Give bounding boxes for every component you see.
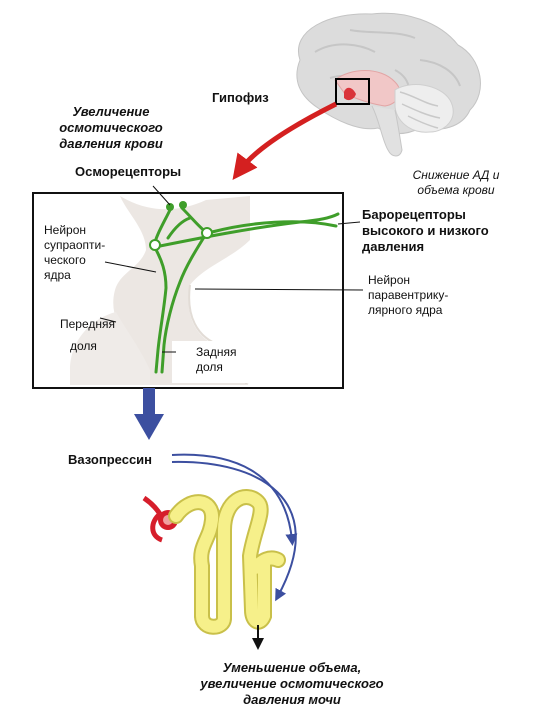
decrease-bp-label: Снижение АД и объема крови: [412, 168, 500, 197]
baroreceptors-label: Барорецепторы высокого и низкого давлени…: [362, 207, 489, 254]
brain-illustration: [296, 12, 481, 157]
increase-osmotic-label: Увеличение осмотического давления крови: [59, 104, 163, 151]
osmoreceptor-cells: [149, 201, 213, 251]
pointer-lines: [99, 185, 364, 353]
posterior-lobe-label: Задняя доля: [196, 345, 237, 374]
pituitary-tissue: [70, 196, 262, 385]
pituitary-highlight-box: [335, 78, 370, 105]
anterior-lobe-label: Передняя доля: [60, 317, 116, 353]
red-arrow: [232, 101, 338, 180]
pituitary-label: Гипофиз: [212, 90, 269, 105]
vasopressin-label: Вазопрессин: [68, 452, 153, 467]
blue-arrow-lower: [171, 460, 297, 602]
paraventricular-neuron-label: Нейрон паравентрику- лярного ядра: [368, 273, 449, 317]
blue-down-arrow: [134, 388, 164, 440]
supraoptic-neuron-label: Нейрон супраопти- ческого ядра: [44, 223, 106, 282]
result-label: Уменьшение объема, увеличение осмотическ…: [200, 660, 384, 707]
nephron: [142, 489, 286, 635]
blue-arrow-upper: [171, 453, 298, 546]
osmoreceptors-label: Осморецепторы: [75, 164, 182, 179]
